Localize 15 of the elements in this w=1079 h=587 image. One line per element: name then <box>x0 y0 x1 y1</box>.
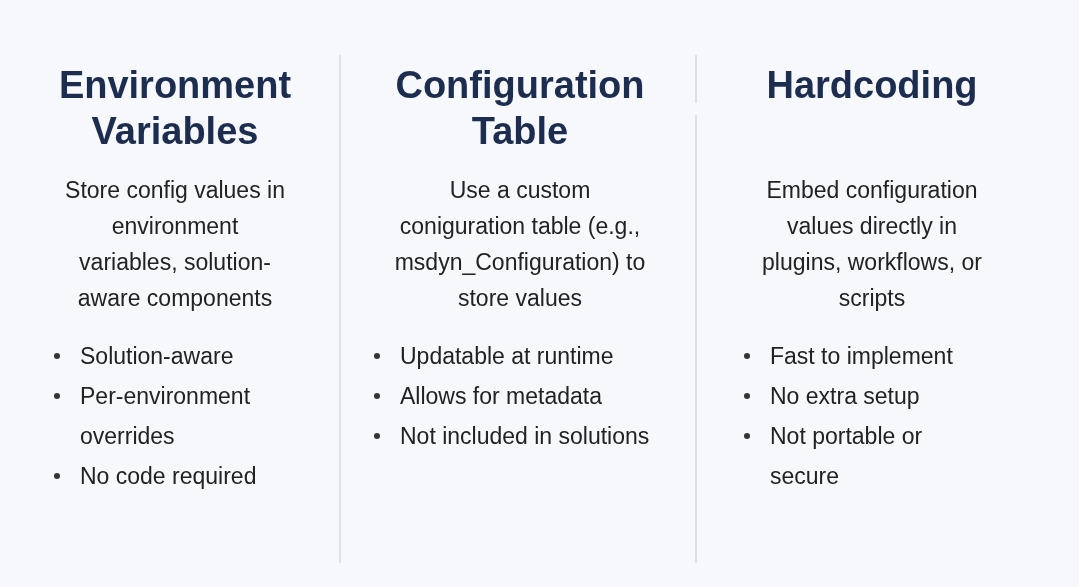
bullet-item: Solution-aware <box>52 336 290 376</box>
description-text: Store config values in environment variables, solution-aware components <box>64 176 286 313</box>
bullet-item: Not portable or secure <box>742 416 960 496</box>
bullet-item: Updatable at runtime <box>372 336 660 376</box>
description-text: Use a custom coniguration table (e.g., msdyn_Configuration) to store values <box>393 176 647 313</box>
column-heading: Configuration Table <box>394 63 646 154</box>
bullet-item: Fast to implement <box>742 336 960 376</box>
bullet-item: No extra setup <box>742 376 960 416</box>
bullet-item: Not included in solutions <box>372 416 660 456</box>
column-heading: Hardcoding <box>766 63 978 108</box>
bullet-item: Per-environment overrides <box>52 376 290 456</box>
bullet-item: Allows for metadata <box>372 376 660 416</box>
description-text: Embed configuration values directly in plugins, workflows, or scripts <box>761 176 983 313</box>
column-heading: Environment Variables <box>57 63 293 154</box>
bullet-item: No code required <box>52 456 290 496</box>
